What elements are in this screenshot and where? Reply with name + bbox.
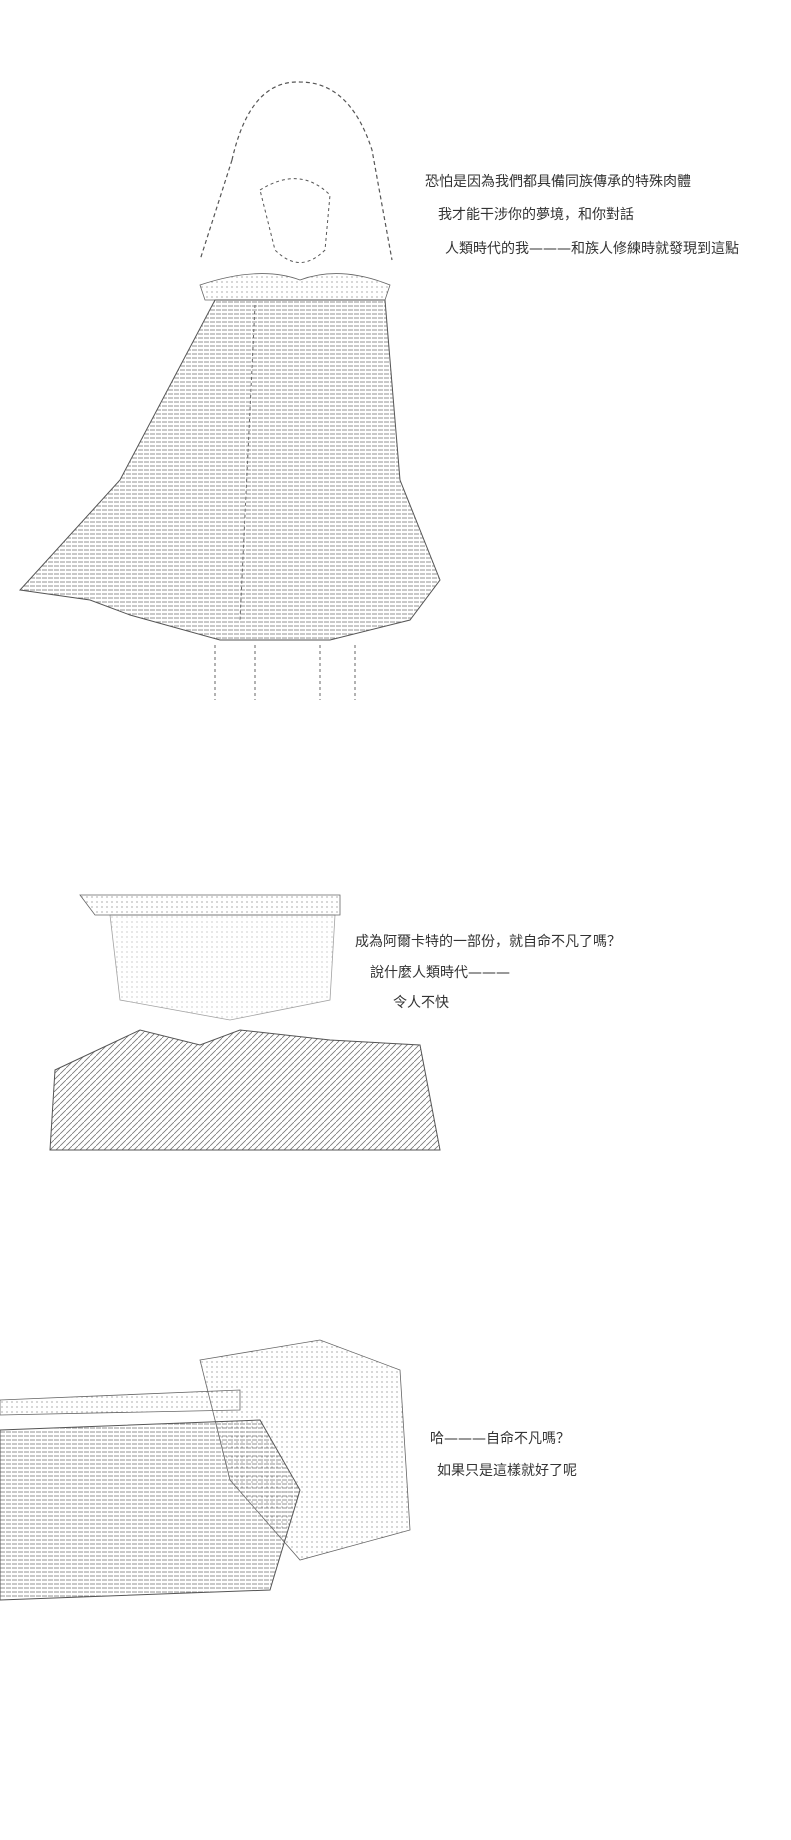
panel-3: 哈———自命不凡嗎？ 如果只是這樣就好了呢	[0, 1330, 791, 1630]
reclining-figure-ascii-art	[0, 1339, 411, 1601]
dialogue-line: 令人不快	[393, 995, 449, 1011]
dialogue-line: 說什麼人類時代———	[370, 965, 510, 981]
cloaked-figure-ascii-art	[18, 81, 441, 700]
closeup-figure-ascii-art	[49, 894, 441, 1151]
panel-1: 恐怕是因為我們都具備同族傳承的特殊肉體 我才能干涉你的夢境，和你對話 人類時代的…	[0, 60, 791, 700]
dialogue-line: 人類時代的我———和族人修練時就發現到這點	[445, 241, 739, 257]
dialogue-line: 哈———自命不凡嗎？	[430, 1431, 570, 1447]
panel-2: 成為阿爾卡特的一部份，就自命不凡了嗎？ 說什麼人類時代——— 令人不快	[0, 870, 791, 1170]
dialogue-line: 我才能干涉你的夢境，和你對話	[438, 207, 634, 223]
dialogue-line: 成為阿爾卡特的一部份，就自命不凡了嗎？	[355, 934, 621, 950]
dialogue-line: 如果只是這樣就好了呢	[437, 1463, 577, 1479]
dialogue-line: 恐怕是因為我們都具備同族傳承的特殊肉體	[425, 174, 691, 190]
